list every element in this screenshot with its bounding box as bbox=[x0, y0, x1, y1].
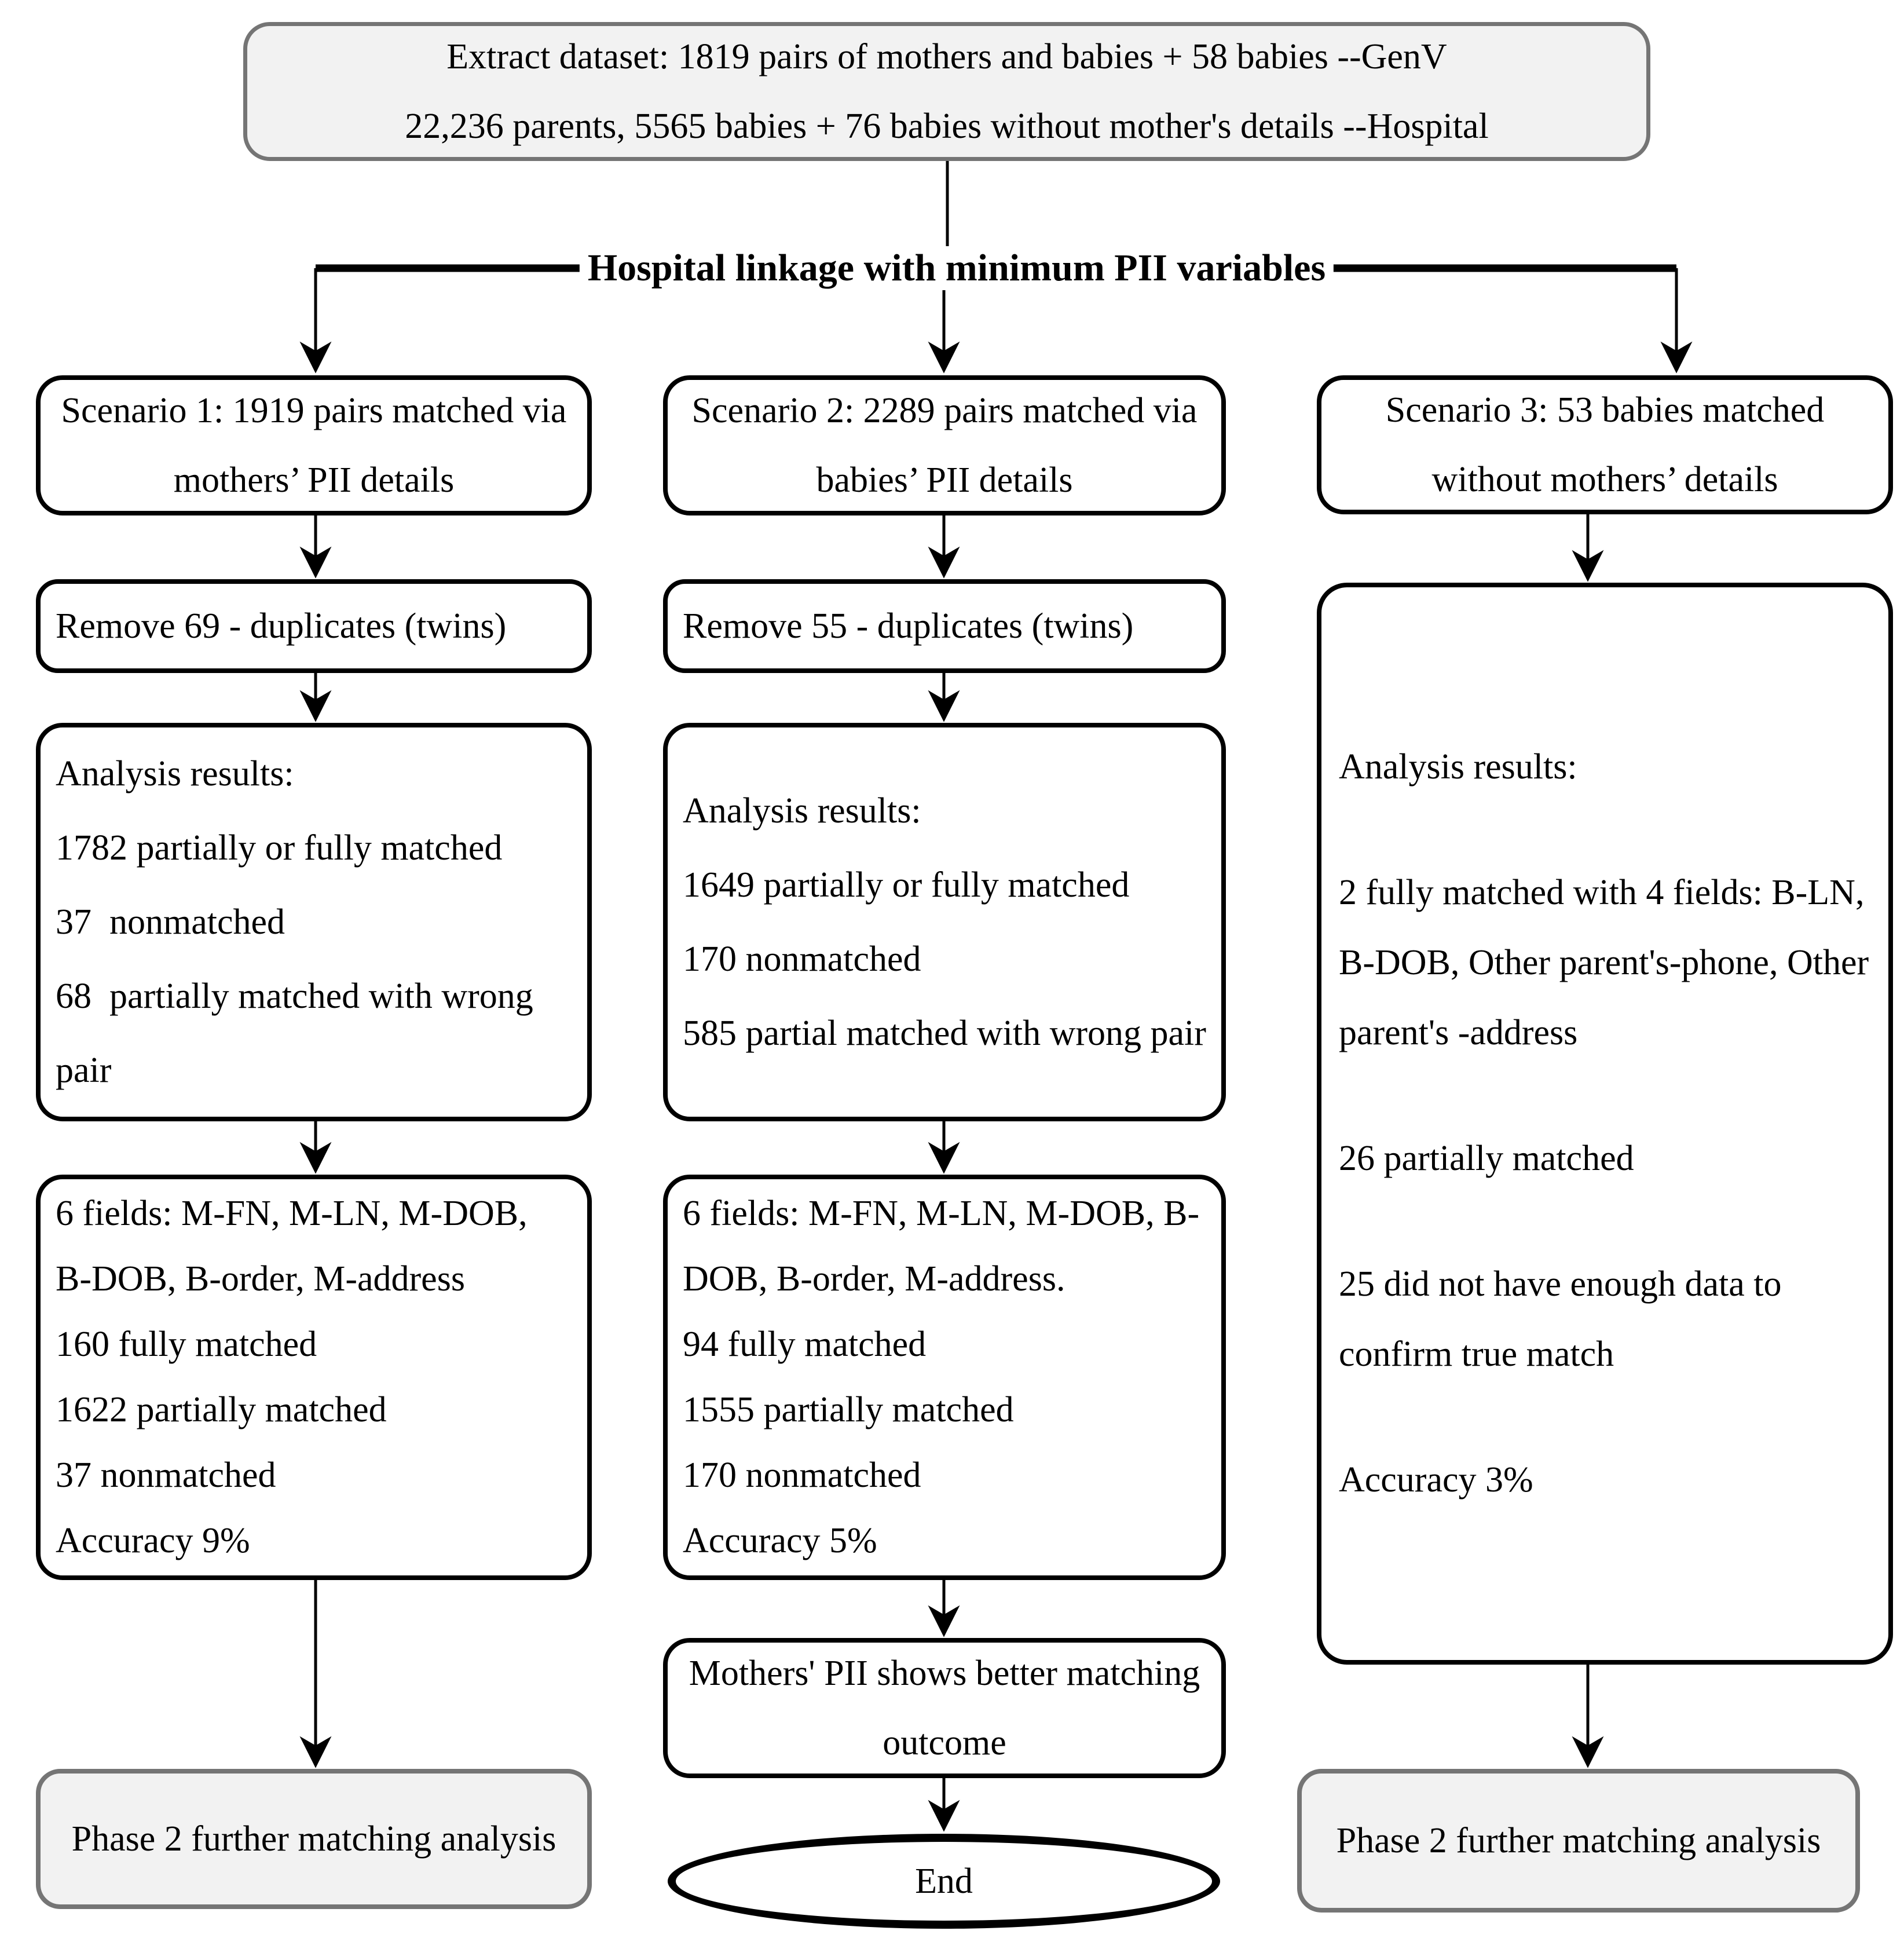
fields1-line: 160 fully matched bbox=[56, 1325, 317, 1364]
remove-duplicates1-box: Remove 69 - duplicates (twins) bbox=[36, 579, 592, 673]
branch-title: Hospital linkage with minimum PII variab… bbox=[579, 246, 1334, 290]
fields2-line: 94 fully matched bbox=[683, 1325, 927, 1364]
outcome-label: Mothers' PII shows better matching outco… bbox=[689, 1654, 1209, 1763]
scenario1-box: Scenario 1: 1919 pairs matched via mothe… bbox=[36, 375, 592, 515]
scenario2-box: Scenario 2: 2289 pairs matched via babie… bbox=[663, 375, 1226, 515]
phase2-box-right: Phase 2 further matching analysis bbox=[1297, 1769, 1860, 1913]
remove-duplicates2-label: Remove 55 - duplicates (twins) bbox=[683, 606, 1134, 646]
scenario1-label: Scenario 1: 1919 pairs matched via mothe… bbox=[61, 391, 576, 500]
scenario3-box: Scenario 3: 53 babies matched without mo… bbox=[1317, 375, 1893, 514]
end-terminator: End bbox=[668, 1834, 1220, 1929]
analysis2-line: 585 partial matched with wrong pair bbox=[683, 1014, 1206, 1053]
fields1-box: 6 fields: M-FN, M-LN, M-DOB, B-DOB, B-or… bbox=[36, 1175, 592, 1580]
end-label: End bbox=[915, 1861, 973, 1901]
analysis1-line: 68 partially matched with wrong pair bbox=[56, 977, 543, 1090]
analysis3-line: 26 partially matched bbox=[1339, 1139, 1634, 1178]
fields2-line: 6 fields: M-FN, M-LN, M-DOB, B-DOB, B-or… bbox=[683, 1194, 1200, 1299]
fields1-line: Accuracy 9% bbox=[56, 1521, 250, 1560]
analysis2-line: 170 nonmatched bbox=[683, 939, 921, 979]
phase2-box-left: Phase 2 further matching analysis bbox=[36, 1769, 592, 1909]
scenario2-label: Scenario 2: 2289 pairs matched via babie… bbox=[691, 391, 1206, 500]
fields1-line: 37 nonmatched bbox=[56, 1456, 276, 1495]
fields2-line: 170 nonmatched bbox=[683, 1456, 921, 1495]
analysis1-line: 1782 partially or fully matched bbox=[56, 828, 503, 868]
phase2-left-label: Phase 2 further matching analysis bbox=[71, 1819, 556, 1859]
extract-dataset-line1: Extract dataset: 1819 pairs of mothers a… bbox=[446, 37, 1447, 76]
fields2-line: 1555 partially matched bbox=[683, 1390, 1014, 1429]
analysis1-line: Analysis results: bbox=[56, 754, 294, 794]
fields1-line: 6 fields: M-FN, M-LN, M-DOB, B-DOB, B-or… bbox=[56, 1194, 537, 1299]
analysis1-line: 37 nonmatched bbox=[56, 902, 285, 942]
remove-duplicates2-box: Remove 55 - duplicates (twins) bbox=[663, 579, 1226, 673]
analysis3-line: 2 fully matched with 4 fields: B-LN, B-D… bbox=[1339, 873, 1878, 1052]
remove-duplicates1-label: Remove 69 - duplicates (twins) bbox=[56, 606, 507, 646]
analysis3-line: 25 did not have enough data to confirm t… bbox=[1339, 1264, 1791, 1374]
extract-dataset-box: Extract dataset: 1819 pairs of mothers a… bbox=[243, 22, 1650, 161]
analysis2-box: Analysis results: 1649 partially or full… bbox=[663, 723, 1226, 1121]
fields2-line: Accuracy 5% bbox=[683, 1521, 877, 1560]
analysis3-box: Analysis results: 2 fully matched with 4… bbox=[1317, 583, 1893, 1665]
outcome-box: Mothers' PII shows better matching outco… bbox=[663, 1638, 1226, 1778]
analysis3-line: Accuracy 3% bbox=[1339, 1460, 1533, 1500]
scenario3-label: Scenario 3: 53 babies matched without mo… bbox=[1385, 390, 1833, 499]
analysis2-line: Analysis results: bbox=[683, 791, 921, 831]
analysis3-line: Analysis results: bbox=[1339, 747, 1577, 787]
extract-dataset-line2: 22,236 parents, 5565 babies + 76 babies … bbox=[405, 107, 1489, 146]
analysis2-line: 1649 partially or fully matched bbox=[683, 865, 1130, 905]
fields1-line: 1622 partially matched bbox=[56, 1390, 387, 1429]
fields2-box: 6 fields: M-FN, M-LN, M-DOB, B-DOB, B-or… bbox=[663, 1175, 1226, 1580]
analysis1-box: Analysis results: 1782 partially or full… bbox=[36, 723, 592, 1121]
phase2-right-label: Phase 2 further matching analysis bbox=[1336, 1821, 1821, 1860]
